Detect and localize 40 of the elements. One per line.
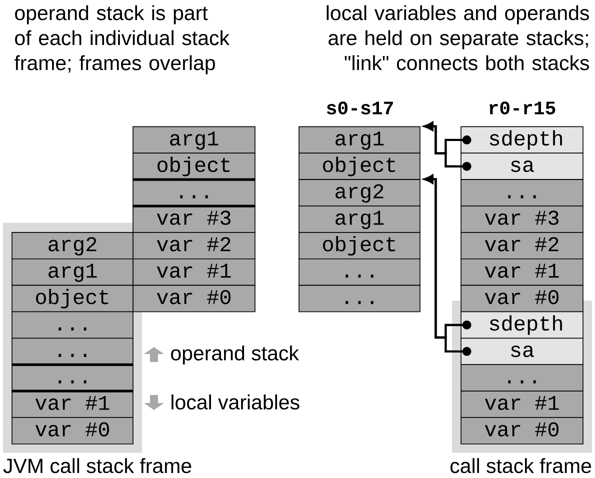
stack-cell: sa [460,152,584,180]
stack-heading: r0-r15 [490,102,556,114]
stack-cell: object [298,232,420,260]
stack-cell: ... [460,364,584,392]
note-text: local variables and operands are held on separate stacks; "link" connects both stacks [326,5,589,70]
stack-heading: s0-s17 [326,102,393,114]
stack-cell: var #0 [132,284,256,312]
stack-cell: var #3 [132,206,256,233]
stack-cell: var #0 [12,417,134,444]
legend-label: local variables [172,394,300,410]
stack-cell: var #0 [460,417,584,444]
link-arrow [424,122,472,171]
stack-cell: var #1 [460,390,584,418]
legend-label: operand stack [171,345,299,365]
stack-cell: arg1 [132,126,256,154]
stack-cell: var #2 [460,232,584,260]
stack-cell: ... [460,179,584,206]
stack-cell: arg2 [12,232,134,260]
stack-cell: sdepth [460,311,584,339]
stack-cell: object [12,284,134,312]
node-label: call stack frame [450,458,592,474]
stack-cell: arg2 [298,179,420,206]
stack-cell: arg1 [12,258,134,286]
stack-cell: var #3 [460,206,584,233]
stack-cell: var #0 [460,284,584,312]
stack-cell: ... [298,258,420,286]
note-text: operand stack is part of each individual stack frame; frames overlap [14,5,230,74]
node-label: JVM call stack frame [3,458,192,474]
stack-cell: object [132,152,256,180]
stack-cell: arg1 [298,206,420,233]
stack-cell: ... [298,284,420,312]
stack-cell: sdepth [460,126,584,154]
stack-cell: ... [12,311,134,339]
stack-cell: var #1 [132,258,256,286]
stack-cell: var #1 [460,258,584,286]
stack-cell: var #2 [132,232,256,260]
stack-cell: sa [460,338,584,366]
stack-cell: object [298,152,420,180]
stack-cell: arg1 [298,126,420,154]
stack-cell: ... [12,338,134,366]
